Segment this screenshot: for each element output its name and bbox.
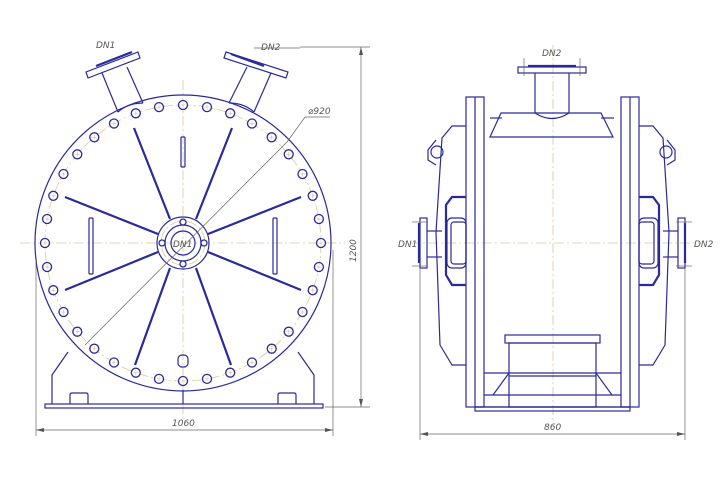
top-label-dn2: DN2 xyxy=(542,49,562,59)
nozzle-label-dn1: DN1 xyxy=(96,41,115,51)
bottom-frame xyxy=(474,334,631,412)
nozzle-top-dn2 xyxy=(517,58,587,120)
nozzle-label-dn2: DN2 xyxy=(261,43,281,53)
nozzle-dn2 xyxy=(223,51,289,113)
width-dimension: 1060 xyxy=(172,419,195,429)
flange-rim xyxy=(34,94,332,392)
nozzle-right-dn2 xyxy=(663,217,692,440)
end-plates xyxy=(465,96,640,408)
front-view: ⌀920 DN1 DN2 DN1 1060 1200 xyxy=(20,41,370,436)
spokes xyxy=(64,127,302,366)
hub-dn1 xyxy=(156,216,210,270)
nozzle-dn1 xyxy=(85,50,144,113)
side-view: DN1 DN2 DN2 860 xyxy=(398,45,714,440)
side-label-dn1: DN1 xyxy=(398,240,417,250)
hub-label: DN1 xyxy=(173,240,192,250)
slots xyxy=(88,136,278,368)
side-width-dimension: 860 xyxy=(544,423,561,433)
side-housing-right xyxy=(638,125,676,366)
nozzle-left-dn1 xyxy=(412,217,442,440)
top-cone xyxy=(489,112,614,138)
side-label-dn2: DN2 xyxy=(694,240,714,250)
side-housing-left xyxy=(427,125,467,366)
support-saddle xyxy=(44,351,324,409)
diameter-label: ⌀920 xyxy=(308,107,331,117)
height-dimension: 1200 xyxy=(349,239,359,262)
flange-bolts xyxy=(39,99,327,387)
diameter-leader xyxy=(84,141,288,346)
